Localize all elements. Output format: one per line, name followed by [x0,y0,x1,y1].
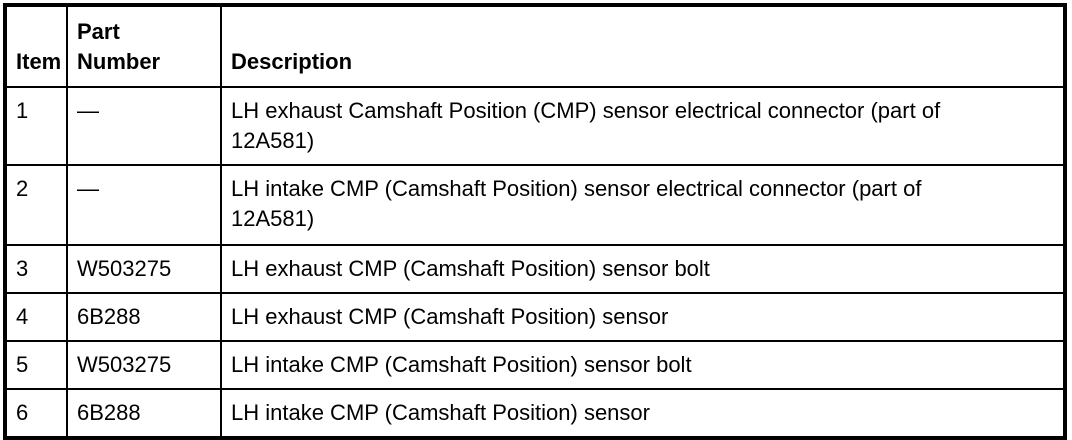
cell-description: LH exhaust Camshaft Position (CMP) senso… [220,86,1066,166]
cell-part-number: 6B288 [66,292,222,342]
table-row: 6 6B288 LH intake CMP (Camshaft Position… [4,388,1066,439]
cell-description: LH intake CMP (Camshaft Position) sensor [220,388,1066,439]
cell-part-number: 6B288 [66,388,222,439]
header-row: Item Part Number Description [4,4,1066,88]
cell-part-number: — [66,86,222,166]
cell-part-number: — [66,164,222,246]
cell-item: 5 [4,340,68,390]
table-row: 2 — LH intake CMP (Camshaft Position) se… [4,164,1066,246]
cell-description: LH exhaust CMP (Camshaft Position) senso… [220,244,1066,294]
cell-item: 3 [4,244,68,294]
cell-item: 1 [4,86,68,166]
table-row: 5 W503275 LH intake CMP (Camshaft Positi… [4,340,1066,390]
col-header-part-number: Part Number [66,4,222,88]
cell-description: LH intake CMP (Camshaft Position) sensor… [220,164,1066,246]
table-row: 4 6B288 LH exhaust CMP (Camshaft Positio… [4,292,1066,342]
cell-part-number: W503275 [66,244,222,294]
cell-item: 4 [4,292,68,342]
cell-description: LH intake CMP (Camshaft Position) sensor… [220,340,1066,390]
col-header-item: Item [4,4,68,88]
parts-table: Item Part Number Description 1 — LH exha… [3,3,1067,440]
cell-item: 6 [4,388,68,439]
cell-item: 2 [4,164,68,246]
col-header-description: Description [220,4,1066,88]
table-row: 1 — LH exhaust Camshaft Position (CMP) s… [4,86,1066,166]
table-row: 3 W503275 LH exhaust CMP (Camshaft Posit… [4,244,1066,294]
cell-description: LH exhaust CMP (Camshaft Position) senso… [220,292,1066,342]
cell-part-number: W503275 [66,340,222,390]
